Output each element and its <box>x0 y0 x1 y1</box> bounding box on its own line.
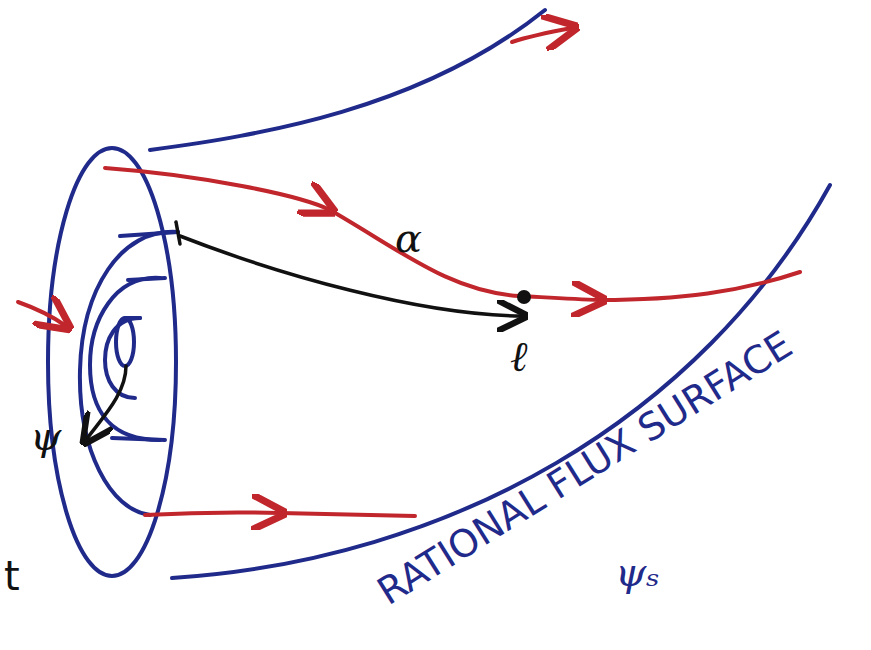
surface-label: RATIONAL FLUX SURFACE <box>372 325 799 611</box>
nested-surfaces <box>48 10 830 578</box>
field-point <box>517 290 531 304</box>
psi-s-label: ψₛ <box>615 552 660 592</box>
psi-label: ψ <box>30 416 61 456</box>
alpha-label: α <box>395 218 422 258</box>
coordinate-arrows <box>86 222 522 440</box>
edge-letter: t <box>4 556 20 596</box>
field-lines <box>18 28 800 516</box>
length-label: ℓ <box>510 336 528 378</box>
